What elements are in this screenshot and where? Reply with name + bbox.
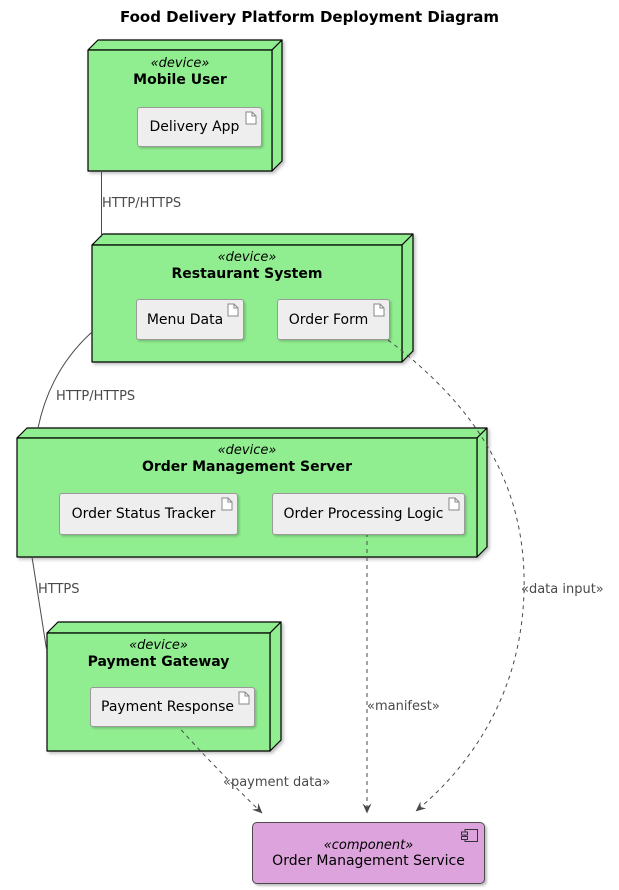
device-node-mobile-user: [87, 39, 283, 172]
edge-restaurant-to-server: [37, 331, 93, 429]
edge-data-input-arrow: [387, 339, 525, 812]
edge-payment-data-arrow: [175, 723, 263, 814]
file-icon: [448, 497, 460, 511]
artifact-order-processing-logic: Order Processing Logic: [272, 493, 465, 535]
component-order-management-service: «component» Order Management Service: [252, 822, 485, 884]
file-icon: [227, 303, 239, 317]
artifact-label: Order Status Tracker: [71, 506, 216, 522]
artifact-menu-data: Menu Data: [136, 299, 244, 340]
file-icon: [245, 111, 257, 125]
component-stereotype: «component»: [323, 837, 414, 853]
edge-label-http-https-1: HTTP/HTTPS: [102, 196, 182, 211]
artifact-label: Menu Data: [146, 311, 224, 328]
device-node-restaurant-system: [91, 233, 414, 363]
edge-server-to-payment: [31, 556, 47, 650]
artifact-payment-response: Payment Response: [90, 687, 255, 727]
artifact-label: Delivery App: [149, 119, 240, 135]
component-name: Order Management Service: [272, 852, 465, 869]
edge-label-payment-data: «payment data»: [223, 775, 331, 790]
artifact-label: Order Processing Logic: [283, 506, 444, 522]
artifact-delivery-app: Delivery App: [137, 107, 262, 147]
component-icon: [461, 829, 478, 842]
edge-label-http-https-2: HTTP/HTTPS: [56, 389, 136, 404]
edge-label-https: HTTPS: [38, 582, 80, 597]
artifact-order-form: Order Form: [277, 299, 390, 340]
artifact-order-status-tracker: Order Status Tracker: [59, 493, 238, 535]
file-icon: [238, 691, 250, 705]
edge-label-manifest: «manifest»: [367, 699, 440, 714]
artifact-label: Order Form: [288, 311, 369, 328]
artifact-label: Payment Response: [101, 699, 234, 715]
file-icon: [221, 497, 233, 511]
edge-label-data-input: «data input»: [521, 582, 604, 597]
diagram-title: Food Delivery Platform Deployment Diagra…: [119, 8, 500, 26]
file-icon: [373, 303, 385, 317]
